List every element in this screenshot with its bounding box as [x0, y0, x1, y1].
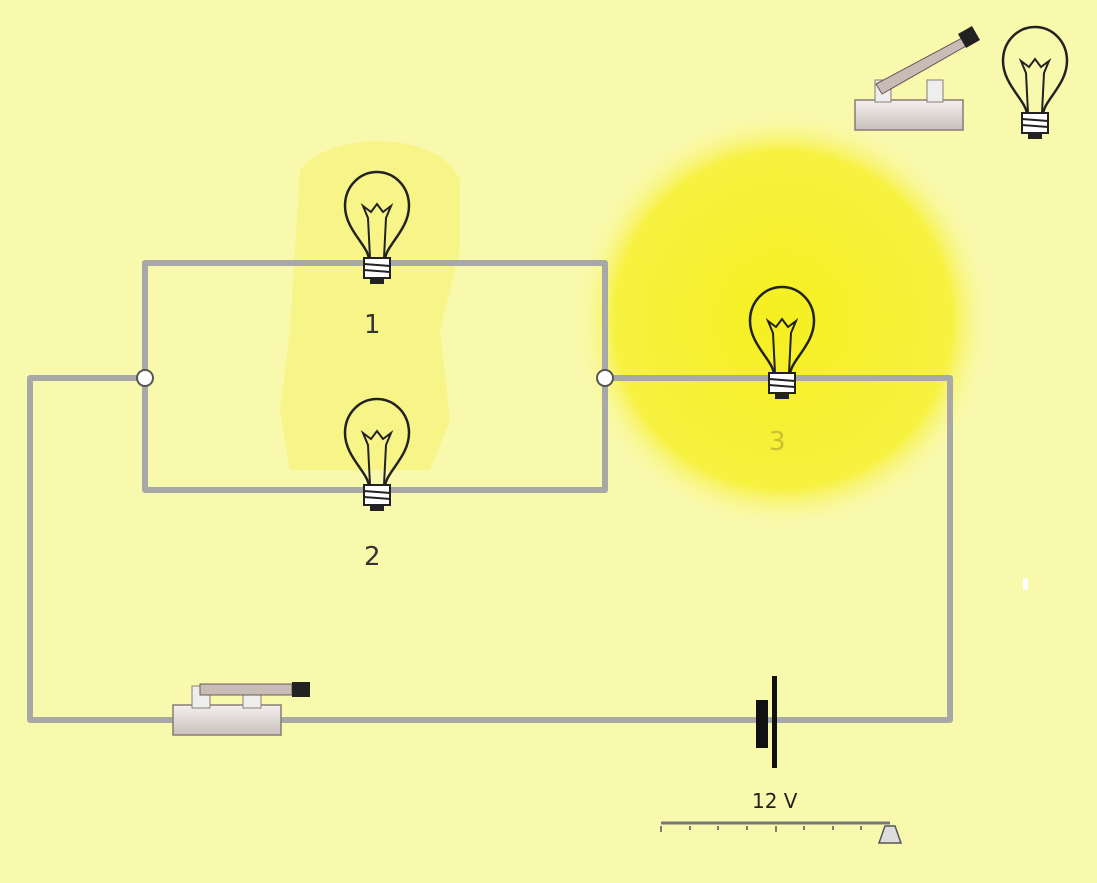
circuit-switch[interactable]	[172, 682, 310, 736]
bulb-tool-button[interactable]	[1001, 25, 1069, 141]
bulb-glow-1-2	[280, 141, 460, 470]
bulb-2-label: 2	[364, 542, 381, 572]
junction-left[interactable]	[136, 369, 154, 387]
battery-voltage-label: 12 V	[752, 789, 798, 813]
junction-right[interactable]	[596, 369, 614, 387]
scroll-marker	[1023, 578, 1028, 590]
bulb-3-label: 3	[769, 427, 786, 457]
slider-thumb[interactable]	[877, 825, 903, 844]
switch-tool-button[interactable]	[854, 26, 980, 131]
bulb-1-label: 1	[364, 310, 381, 340]
voltage-slider[interactable]	[660, 821, 903, 844]
battery[interactable]	[756, 676, 777, 768]
